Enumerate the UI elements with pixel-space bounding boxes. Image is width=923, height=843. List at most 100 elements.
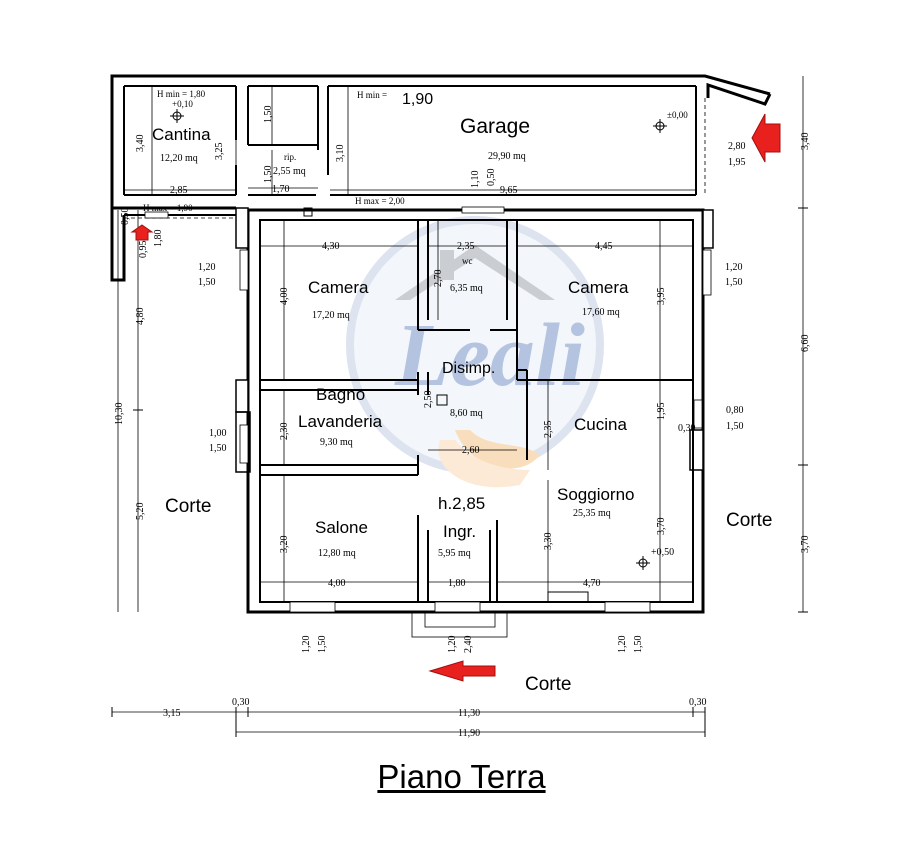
dimension-lines — [111, 76, 808, 737]
dim-cantina-h2: 3,25 — [214, 143, 225, 161]
dim-win-b3a: 1,20 — [617, 636, 628, 654]
watermark-logo: Leali — [346, 216, 604, 488]
dim-camL-w: 4,30 — [322, 241, 340, 252]
dim-camR-w: 4,45 — [595, 241, 613, 252]
dim-salone-w: 4,00 — [328, 578, 346, 589]
dim-left-520: 5,20 — [135, 503, 146, 521]
dim-garage-door-a: 2,80 — [728, 141, 746, 152]
cantina-hmin: H min = 1,80 — [157, 89, 206, 99]
dim-bot-1190: 11,90 — [458, 728, 480, 739]
porch-hmax: H max = 1,90 — [143, 203, 193, 213]
dim-win-b2b: 2,40 — [463, 636, 474, 654]
soggiorno-level: +0,50 — [651, 547, 674, 558]
dim-sogg-w: 4,70 — [583, 578, 601, 589]
watermark-text: Leali — [394, 306, 585, 405]
dim-winL2-a: 1,00 — [209, 428, 227, 439]
rip-area: 2,55 mq — [273, 166, 306, 177]
cucina-label: Cucina — [574, 415, 627, 434]
dim-garage-h: 3,10 — [335, 145, 346, 163]
garage-level: ±0,00 — [667, 110, 688, 120]
dim-winL2-b: 1,50 — [209, 443, 227, 454]
main-entry-arrow — [428, 660, 496, 682]
dim-cantina-w: 2,85 — [170, 185, 188, 196]
dim-win-b2a: 1,20 — [447, 636, 458, 654]
level-markers — [170, 109, 667, 570]
dim-left-1030: 10,30 — [114, 403, 125, 426]
corte-bottom-label: Corte — [525, 674, 571, 695]
dim-rip-h2: 1,50 — [263, 166, 274, 184]
garage-hmin-label: H min = — [357, 90, 387, 100]
dim-winR1-a: 1,20 — [725, 262, 743, 273]
dim-cantina-h: 3,40 — [135, 135, 146, 153]
dim-rip-h1: 1,50 — [263, 106, 274, 124]
dim-wc-h: 2,70 — [433, 270, 444, 288]
dim-bagno-h: 2,30 — [279, 423, 290, 441]
dim-garage-w: 9,65 — [500, 185, 518, 196]
bagno-label: Bagno — [316, 385, 365, 404]
dim-wc-win-a: 1,10 — [470, 171, 481, 189]
ingr-label: Ingr. — [443, 522, 476, 541]
garage-hmin-value: 1,90 — [402, 91, 433, 108]
windows — [144, 206, 712, 638]
dim-side-095: 0,95 — [138, 241, 149, 259]
disimp-area: 8,60 mq — [450, 408, 483, 419]
salone-label: Salone — [315, 518, 368, 537]
entry-arrows — [130, 113, 781, 682]
dim-sogg-h2: 3,70 — [656, 518, 667, 536]
dim-winR2-b: 1,50 — [726, 421, 744, 432]
dim-right-660: 6,60 — [800, 335, 811, 353]
salone-area: 12,80 mq — [318, 548, 356, 559]
dim-side-180: 1,80 — [153, 230, 164, 248]
dim-salone-h: 3,20 — [279, 536, 290, 554]
dim-cucina-h: 2,35 — [543, 421, 554, 439]
camera-right-label: Camera — [568, 278, 629, 297]
dim-side-050: 0,50 — [120, 208, 131, 226]
dim-wc-w: 2,35 — [457, 241, 475, 252]
disimp-label: Disimp. — [442, 360, 495, 377]
ingr-height: h.2,85 — [438, 494, 485, 513]
dim-disimp-h: 2,50 — [423, 391, 434, 409]
dim-left-480: 4,80 — [135, 308, 146, 326]
garage-area: 29,90 mq — [488, 151, 526, 162]
dim-cucina-h2: 1,95 — [656, 403, 667, 421]
side-entry-arrow — [130, 224, 154, 241]
dim-r030: 0,30 — [678, 423, 696, 434]
dimension-labels: 2,85 1,70 9,65 2,80 1,95 4,30 2,35 4,45 … — [163, 141, 746, 739]
dim-rip-w: 1,70 — [272, 184, 290, 195]
dim-wc-win-b: 0,50 — [486, 169, 497, 187]
dim-bot-1130: 11,30 — [458, 708, 480, 719]
dim-win-b1b: 1,50 — [317, 636, 328, 654]
dim-winR1-b: 1,50 — [725, 277, 743, 288]
lavanderia-label: Lavanderia — [298, 412, 383, 431]
dim-ingr-w: 1,80 — [448, 578, 466, 589]
garage-hmax: H max = 2,00 — [355, 196, 405, 206]
dim-camL-h: 4,00 — [279, 288, 290, 306]
dim-win-b3b: 1,50 — [633, 636, 644, 654]
dim-bot-030a: 0,30 — [232, 697, 250, 708]
dim-right-340: 3,40 — [800, 133, 811, 151]
garage-label: Garage — [460, 115, 530, 138]
wc-label: wc — [462, 256, 473, 266]
dim-winR2-a: 0,80 — [726, 405, 744, 416]
soggiorno-area: 25,35 mq — [573, 508, 611, 519]
corte-right-label: Corte — [726, 510, 772, 531]
dim-camR-h: 3,95 — [656, 288, 667, 306]
rip-label: rip. — [284, 152, 296, 162]
dim-bot-315: 3,15 — [163, 708, 181, 719]
wc-area: 6,35 mq — [450, 283, 483, 294]
dim-winL1-a: 1,20 — [198, 262, 216, 273]
dim-sogg-h: 3,30 — [543, 533, 554, 551]
dim-win-b1a: 1,20 — [301, 636, 312, 654]
dim-garage-door-b: 1,95 — [728, 157, 746, 168]
dim-right-370: 3,70 — [800, 536, 811, 554]
ingr-area: 5,95 mq — [438, 548, 471, 559]
vertical-dimension-labels: 3,40 3,25 1,50 1,50 3,10 1,10 0,50 4,00 … — [114, 106, 811, 654]
corte-left-label: Corte — [165, 496, 211, 517]
soggiorno-label: Soggiorno — [557, 485, 635, 504]
cantina-level: +0,10 — [172, 99, 193, 109]
camera-right-area: 17,60 mq — [582, 307, 620, 318]
dim-winL1-b: 1,50 — [198, 277, 216, 288]
cantina-label: Cantina — [152, 125, 211, 144]
garage-entry-arrow — [751, 113, 781, 163]
